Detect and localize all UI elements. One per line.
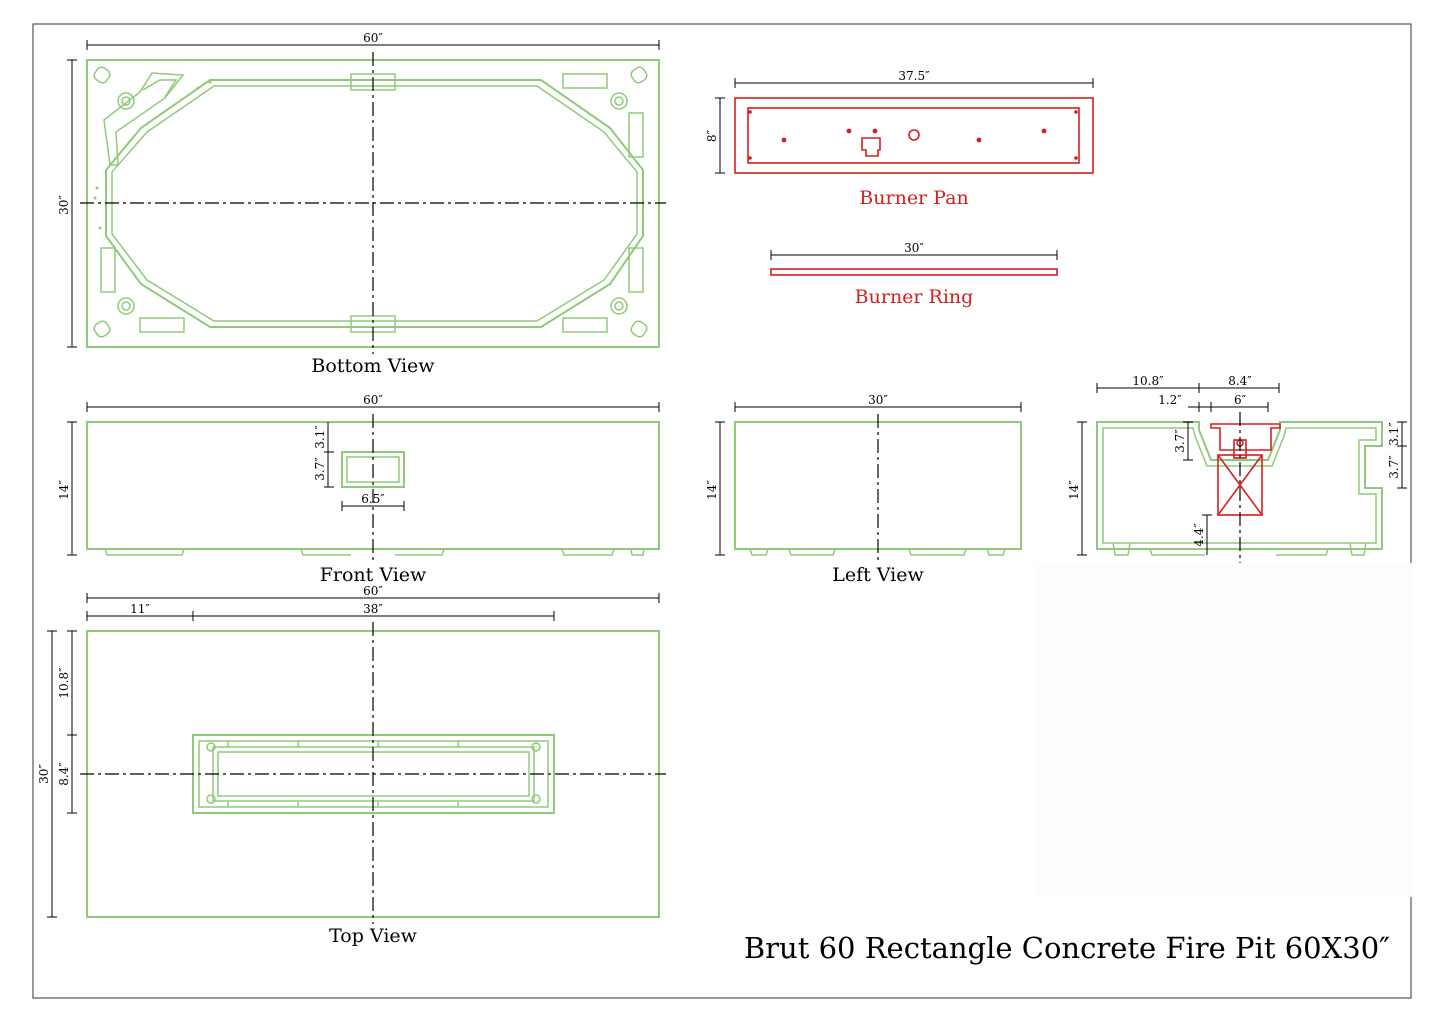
sheet-border bbox=[32, 23, 1412, 999]
burner-pan-outline bbox=[734, 97, 1094, 174]
top-opening-width-label: 38″ bbox=[363, 602, 383, 616]
bottom-cavity bbox=[105, 79, 644, 328]
top-opening-depth-label: 8.4″ bbox=[57, 762, 71, 786]
front-vent-height-label: 3.7″ bbox=[313, 457, 327, 481]
top-offset-label: 11″ bbox=[130, 602, 150, 616]
burner-ring-outline bbox=[770, 268, 1058, 276]
bottom-view-caption: Bottom View bbox=[311, 355, 435, 377]
left-height-label: 14″ bbox=[705, 480, 719, 500]
burner-ring: 30″ Burner Ring bbox=[770, 241, 1058, 308]
burner-pan-width-label: 37.5″ bbox=[898, 69, 930, 83]
section-right-top-label: 3.1″ bbox=[1387, 422, 1401, 446]
front-view-caption: Front View bbox=[320, 564, 427, 586]
left-view-caption: Left View bbox=[832, 564, 924, 586]
section-wall-label: 1.2″ bbox=[1158, 393, 1182, 407]
drawing-title: Brut 60 Rectangle Concrete Fire Pit 60X3… bbox=[744, 931, 1390, 965]
bottom-height-label: 30″ bbox=[57, 195, 71, 215]
section-leg-label: 4.4″ bbox=[1192, 523, 1206, 547]
burner-pan-caption: Burner Pan bbox=[859, 187, 968, 209]
left-view: 30″ 14″ Left View bbox=[705, 393, 1022, 586]
bottom-width-label: 60″ bbox=[363, 31, 383, 45]
top-opening-offset-label: 10.8″ bbox=[57, 667, 71, 699]
left-width-label: 30″ bbox=[868, 393, 888, 407]
blank-area bbox=[1036, 563, 1412, 897]
top-height-label: 30″ bbox=[37, 764, 51, 784]
section-right-vent-label: 3.7″ bbox=[1387, 455, 1401, 479]
bottom-view: 60″ 30″ Bottom View bbox=[57, 31, 666, 377]
top-width-label: 60″ bbox=[363, 584, 383, 598]
section-height-label: 14″ bbox=[1067, 480, 1081, 500]
top-view-caption: Top View bbox=[329, 925, 418, 947]
front-view: 60″ 14″ 3.1″ 3.7″ 6.5″ Front View bbox=[57, 393, 660, 586]
front-height-label: 14″ bbox=[57, 480, 71, 500]
front-width-label: 60″ bbox=[363, 393, 383, 407]
section-depth-label: 3.7″ bbox=[1173, 429, 1187, 453]
burner-ring-caption: Burner Ring bbox=[855, 286, 974, 308]
burner-pan-height-label: 8″ bbox=[705, 129, 719, 142]
section-top-left-label: 10.8″ bbox=[1132, 374, 1164, 388]
front-vent-top-label: 3.1″ bbox=[313, 425, 327, 449]
burner-ring-width-label: 30″ bbox=[904, 241, 924, 255]
section-shell-outer bbox=[1096, 421, 1383, 550]
section-top-right-label: 8.4″ bbox=[1228, 374, 1252, 388]
section-view: 10.8″ 8.4″ 1.2″ 6″ 14″ 3.7″ 4.4″ 3.1″ 3.… bbox=[1067, 374, 1407, 566]
top-view: 60″ 11″ 38″ 30″ 10.8″ 8.4″ Top View bbox=[37, 584, 666, 947]
burner-pan: 37.5″ 8″ Burner Pan bbox=[705, 69, 1094, 209]
section-opening-label: 6″ bbox=[1234, 393, 1247, 407]
